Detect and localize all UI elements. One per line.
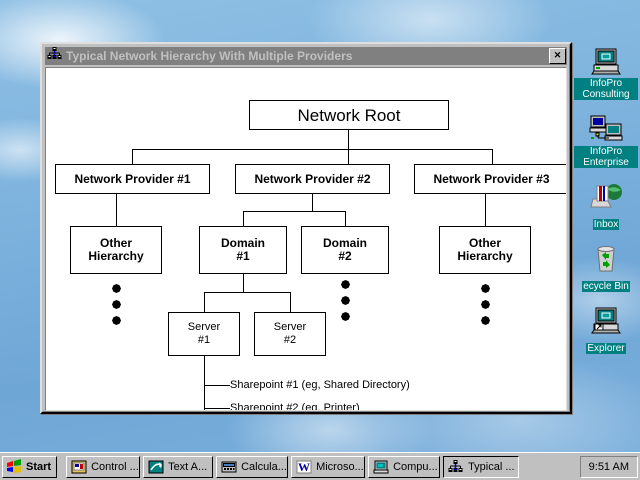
ellipsis-dot: [481, 284, 490, 293]
desktop-icon-infopro-consulting[interactable]: InfoPro Consulting: [574, 44, 638, 102]
window-titlebar[interactable]: Typical Network Hierarchy With Multiple …: [45, 47, 567, 65]
edge-provider1-other1: [116, 194, 117, 226]
system-tray[interactable]: 9:51 AM: [579, 455, 638, 478]
edge-provider2-bus: [312, 194, 313, 211]
close-icon[interactable]: ✕: [549, 48, 566, 64]
ellipsis-dot: [341, 312, 350, 321]
node-label: Domain #2: [322, 236, 367, 263]
hierarchy-icon: [448, 459, 464, 475]
edge-root-bus: [348, 130, 349, 164]
node-label: Server #1: [187, 321, 221, 346]
ellipsis-dot: [481, 316, 490, 325]
node-network-provider-1[interactable]: Network Provider #1: [55, 164, 210, 194]
edge-sharepoint1: [204, 385, 230, 386]
start-button[interactable]: Start: [2, 455, 58, 478]
desktop-icon-label: Explorer: [586, 343, 626, 354]
desktop-icon-label: InfoPro Consulting: [574, 78, 638, 100]
explorer-icon: [574, 304, 638, 338]
node-label: Network Provider #3: [433, 171, 550, 186]
inbox-icon: [574, 180, 638, 214]
node-label: Server #2: [273, 321, 307, 346]
edge-to-domain1: [243, 211, 244, 226]
taskbar-item-typical-window[interactable]: Typical ...: [443, 455, 520, 478]
taskbar-item-microsoft-word[interactable]: W Microso...: [291, 455, 366, 478]
label-sharepoint-1: Sharepoint #1 (eg, Shared Directory): [230, 379, 410, 391]
node-domain-1[interactable]: Domain #1: [199, 226, 287, 274]
taskbar-item-label: Control ...: [91, 460, 139, 473]
node-label: Domain #1: [220, 236, 265, 263]
desktop-icon-label: Inbox: [592, 219, 620, 230]
edge-sharepoint2: [204, 408, 230, 409]
text-app-icon: [148, 459, 164, 475]
taskbar-item-label: Typical ...: [468, 460, 515, 473]
label-sharepoint-2: Sharepoint #2 (eg, Printer): [230, 402, 360, 411]
ellipsis-dot: [112, 284, 121, 293]
windows-flag-icon: [6, 458, 22, 475]
hierarchy-icon: [47, 46, 62, 66]
svg-text:W: W: [298, 460, 310, 474]
taskbar-item-label: Compu...: [393, 460, 438, 473]
taskbar-item-label: Microso...: [316, 460, 364, 473]
taskbar-item-control-panel[interactable]: Control ...: [66, 455, 141, 478]
taskbar-item-computer[interactable]: Compu...: [368, 455, 441, 478]
desktop-icon-infopro-enterprise[interactable]: InfoPro Enterprise: [574, 112, 638, 170]
node-label: Other Hierarchy: [88, 236, 144, 263]
desktop[interactable]: InfoPro Consulting InfoPro Enterprise: [0, 0, 640, 452]
ellipsis-dot: [112, 300, 121, 309]
node-network-root[interactable]: Network Root: [249, 100, 449, 130]
taskbar-item-label: Text A...: [168, 460, 208, 473]
computer-icon: [373, 459, 389, 475]
control-panel-icon: [71, 459, 87, 475]
calculator-icon: [221, 459, 237, 475]
taskbar-item-calculator[interactable]: Calcula...: [216, 455, 289, 478]
taskbar-item-label: Calcula...: [241, 460, 287, 473]
edge-to-server2: [290, 292, 291, 312]
edge-server1-trunk: [204, 356, 205, 410]
ellipsis-dot: [112, 316, 121, 325]
node-server-2[interactable]: Server #2: [254, 312, 326, 356]
node-other-hierarchy-1[interactable]: Other Hierarchy: [70, 226, 162, 274]
desktop-icon-column: InfoPro Consulting InfoPro Enterprise: [574, 44, 638, 366]
edge-to-domain2: [345, 211, 346, 226]
desktop-icon-inbox[interactable]: Inbox: [574, 180, 638, 232]
node-network-provider-3[interactable]: Network Provider #3: [414, 164, 566, 194]
network-neighborhood-icon: [574, 112, 638, 146]
node-server-1[interactable]: Server #1: [168, 312, 240, 356]
desktop-icon-label: InfoPro Enterprise: [574, 146, 638, 168]
word-icon: W: [296, 459, 312, 475]
edge-domain1-span: [204, 292, 290, 293]
edge-root-span: [132, 149, 492, 150]
ellipsis-dot: [341, 280, 350, 289]
edge-to-server1: [204, 292, 205, 312]
window-title: Typical Network Hierarchy With Multiple …: [66, 49, 353, 63]
edge-domain1-bus: [243, 274, 244, 292]
clock: 9:51 AM: [588, 460, 629, 473]
edge-provider3-other2: [485, 194, 486, 226]
node-label: Network Provider #1: [74, 171, 191, 186]
diagram-canvas[interactable]: Network Root Network Provider #1 Network…: [45, 67, 567, 411]
ellipsis-dot: [481, 300, 490, 309]
edge-to-provider3: [492, 149, 493, 164]
node-other-hierarchy-2[interactable]: Other Hierarchy: [439, 226, 531, 274]
start-button-label: Start: [26, 460, 52, 473]
ellipsis-dot: [341, 296, 350, 305]
taskbar-item-text-assistant[interactable]: Text A...: [143, 455, 214, 478]
node-network-provider-2[interactable]: Network Provider #2: [235, 164, 390, 194]
taskbar[interactable]: Start Control ... Text A...: [0, 452, 640, 480]
recycle-bin-icon: [574, 242, 638, 276]
edge-provider2-span: [243, 211, 345, 212]
node-label: Network Provider #2: [254, 171, 371, 186]
diagram-window[interactable]: Typical Network Hierarchy With Multiple …: [40, 42, 572, 414]
desktop-icon-recycle-bin[interactable]: ecycle Bin: [574, 242, 638, 294]
computer-icon: [574, 44, 638, 78]
desktop-icon-explorer[interactable]: Explorer: [574, 304, 638, 356]
node-label: Network Root: [297, 105, 401, 125]
desktop-icon-label: ecycle Bin: [582, 281, 630, 292]
node-label: Other Hierarchy: [457, 236, 513, 263]
node-domain-2[interactable]: Domain #2: [301, 226, 389, 274]
edge-to-provider1: [132, 149, 133, 164]
window-inner-bevel: Typical Network Hierarchy With Multiple …: [42, 44, 570, 412]
